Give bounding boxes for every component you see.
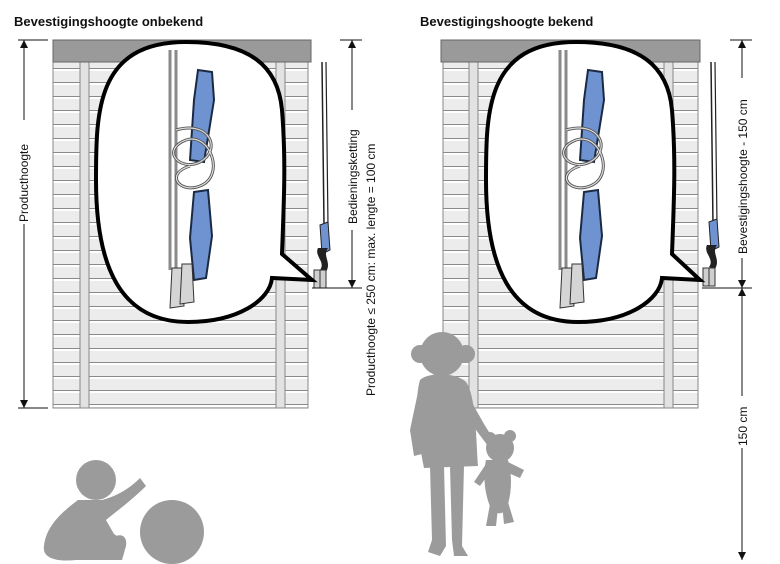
- teddy-bear-silhouette: [474, 430, 524, 526]
- title-mount-height-known: Bevestigingshoogte bekend: [420, 14, 594, 29]
- control-chain-left: [321, 61, 325, 226]
- baby-silhouette: [43, 460, 146, 561]
- dimension-safe-height: 150 cm: [736, 288, 750, 560]
- control-chain-right: [710, 61, 714, 226]
- label-chain-max-length: Producthoogte ≤ 250 cm: max. lengte = 10…: [364, 144, 378, 396]
- zoom-bubble-right: [483, 39, 706, 325]
- dimension-product-height: Producthoogte: [17, 39, 48, 409]
- zoom-bubble-left: [93, 39, 318, 325]
- child-silhouette: [410, 332, 494, 556]
- title-mount-height-unknown: Bevestigingshoogte onbekend: [14, 14, 204, 29]
- label-mount-height-minus: Bevestigingshoogte - 150 cm: [736, 99, 750, 254]
- safety-clip-icon: [313, 221, 331, 289]
- ladder-tape-left-1: [79, 59, 90, 409]
- ball-silhouette: [140, 500, 204, 564]
- label-safe-height: 150 cm: [736, 407, 750, 446]
- dimension-control-chain: Bedieningsketting Producthoogte ≤ 250 cm…: [312, 39, 378, 396]
- dimension-mount-height-minus: Bevestigingshoogte - 150 cm: [702, 39, 752, 289]
- safety-clip-icon: [702, 218, 720, 287]
- label-product-height: Producthoogte: [17, 144, 31, 222]
- label-control-chain: Bedieningsketting: [346, 129, 360, 224]
